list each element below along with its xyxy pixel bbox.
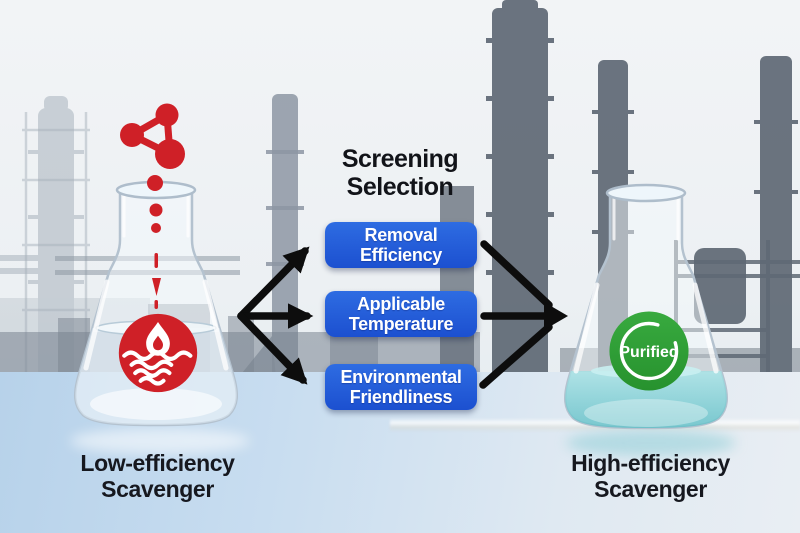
left-flask-reflection [70,428,250,454]
flame-over-water-icon [118,313,198,393]
diagram-title: Screening Selection [341,145,459,201]
purified-ring [619,321,679,381]
converge-arrows [479,240,568,389]
purified-badge-label: Purified [619,344,678,361]
fan-out-arrows [237,246,314,385]
molecule-pollutant-icon [120,103,185,309]
right-flask-highlights [573,197,719,374]
drip-drops-icon [147,175,163,309]
criterion-environmental-friendliness[interactable]: Environmental Friendliness [325,364,477,410]
criterion-label: Environmental Friendliness [340,366,462,407]
right-flask-caption: High-efficiency Scavenger [571,450,730,503]
criterion-applicable-temperature[interactable]: Applicable Temperature [325,291,477,337]
criterion-label: Removal Efficiency [359,224,443,265]
criterion-removal-efficiency[interactable]: Removal Efficiency [325,222,477,268]
purified-ring-icon: Purified [609,311,689,391]
left-flask-highlights [83,194,229,371]
flame-inner [152,335,164,351]
left-flask-caption: Low-efficiency Scavenger [80,450,235,503]
water-waves [122,350,193,386]
right-flask-reflection [566,430,736,456]
right-flask-rim [605,183,687,203]
molecule-atoms [120,103,185,169]
criterion-label: Applicable Temperature [348,293,454,334]
